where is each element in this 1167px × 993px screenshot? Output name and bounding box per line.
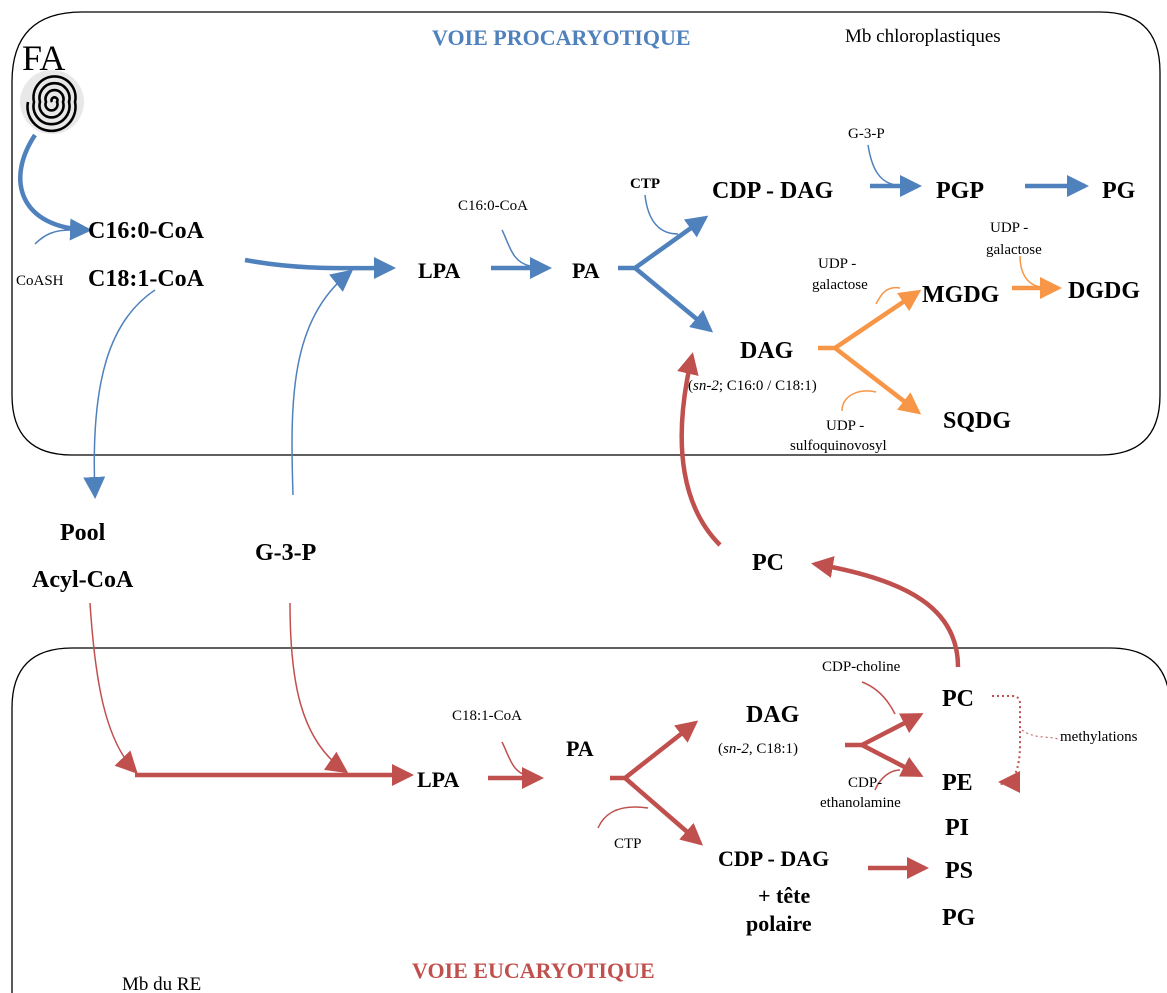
pro-lpa: LPA	[418, 258, 460, 283]
prokaryotic-title: VOIE PROCARYOTIQUE	[432, 25, 691, 50]
pool-label-b: Acyl-CoA	[32, 567, 134, 593]
methylations: methylations	[1060, 729, 1138, 745]
euk-pa: PA	[566, 736, 594, 761]
pro-pa: PA	[572, 258, 600, 283]
euk-pe: PE	[942, 770, 973, 796]
spiral-icon	[20, 70, 84, 134]
udp-galactose-1-a: UDP -	[818, 256, 856, 272]
udp-galactose-2-b: galactose	[986, 242, 1042, 258]
pool-label-a: Pool	[60, 520, 106, 546]
c18-coa: C18:1-CoA	[88, 266, 205, 292]
euk-pg: PG	[942, 905, 976, 931]
pro-pg: PG	[1102, 178, 1136, 204]
cytosol-pc: PC	[752, 550, 784, 576]
pro-g3p-cofactor: G-3-P	[848, 126, 885, 142]
chloroplast-membrane	[11, 11, 1161, 456]
er-label: Mb du RE	[122, 974, 201, 993]
cdp-ethanolamine-b: ethanolamine	[820, 795, 901, 811]
head-group-b: polaire	[746, 911, 812, 936]
cytosol-g3p: G-3-P	[255, 540, 316, 566]
fa-label: FA	[22, 38, 65, 78]
cdp-ethanolamine-a: CDP-	[848, 775, 882, 791]
euk-dag-note: (sn-2, C18:1)	[718, 741, 798, 757]
udp-galactose-1-b: galactose	[812, 277, 868, 293]
euk-lpa: LPA	[417, 767, 459, 792]
mgdg: MGDG	[922, 282, 1000, 308]
pro-lpa-cofactor: C16:0-CoA	[458, 198, 528, 214]
prokaryotic-arrows	[18, 133, 1089, 499]
euk-dag: DAG	[746, 702, 800, 728]
eukaryotic-arrows	[89, 352, 1061, 879]
euk-ps: PS	[945, 858, 973, 884]
c16-coa: C16:0-CoA	[88, 218, 205, 244]
dgdg: DGDG	[1068, 278, 1140, 304]
pro-dag-note: (sn-2; C16:0 / C18:1)	[688, 378, 817, 394]
eukaryotic-title: VOIE EUCARYOTIQUE	[412, 958, 655, 983]
pro-cdp-dag: CDP - DAG	[712, 178, 834, 204]
udp-sq-a: UDP -	[826, 418, 864, 434]
chloroplast-label: Mb chloroplastiques	[845, 26, 1001, 47]
euk-pi: PI	[945, 815, 969, 841]
udp-sq-b: sulfoquinovosyl	[790, 438, 887, 454]
galactolipid-arrows	[818, 255, 1062, 415]
euk-cdp-dag: CDP - DAG	[718, 846, 829, 871]
pro-dag: DAG	[740, 338, 794, 364]
sqdg: SQDG	[943, 408, 1011, 434]
coash-label: CoASH	[16, 273, 64, 289]
head-group-a: + tête	[758, 883, 810, 908]
euk-ctp: CTP	[614, 836, 642, 852]
euk-lpa-cofactor: C18:1-CoA	[452, 708, 522, 724]
cdp-choline: CDP-choline	[822, 659, 901, 675]
udp-galactose-2-a: UDP -	[990, 220, 1028, 236]
er-membrane	[11, 647, 1167, 993]
pgp: PGP	[936, 178, 984, 204]
euk-pc: PC	[942, 686, 974, 712]
pro-ctp: CTP	[630, 176, 660, 192]
